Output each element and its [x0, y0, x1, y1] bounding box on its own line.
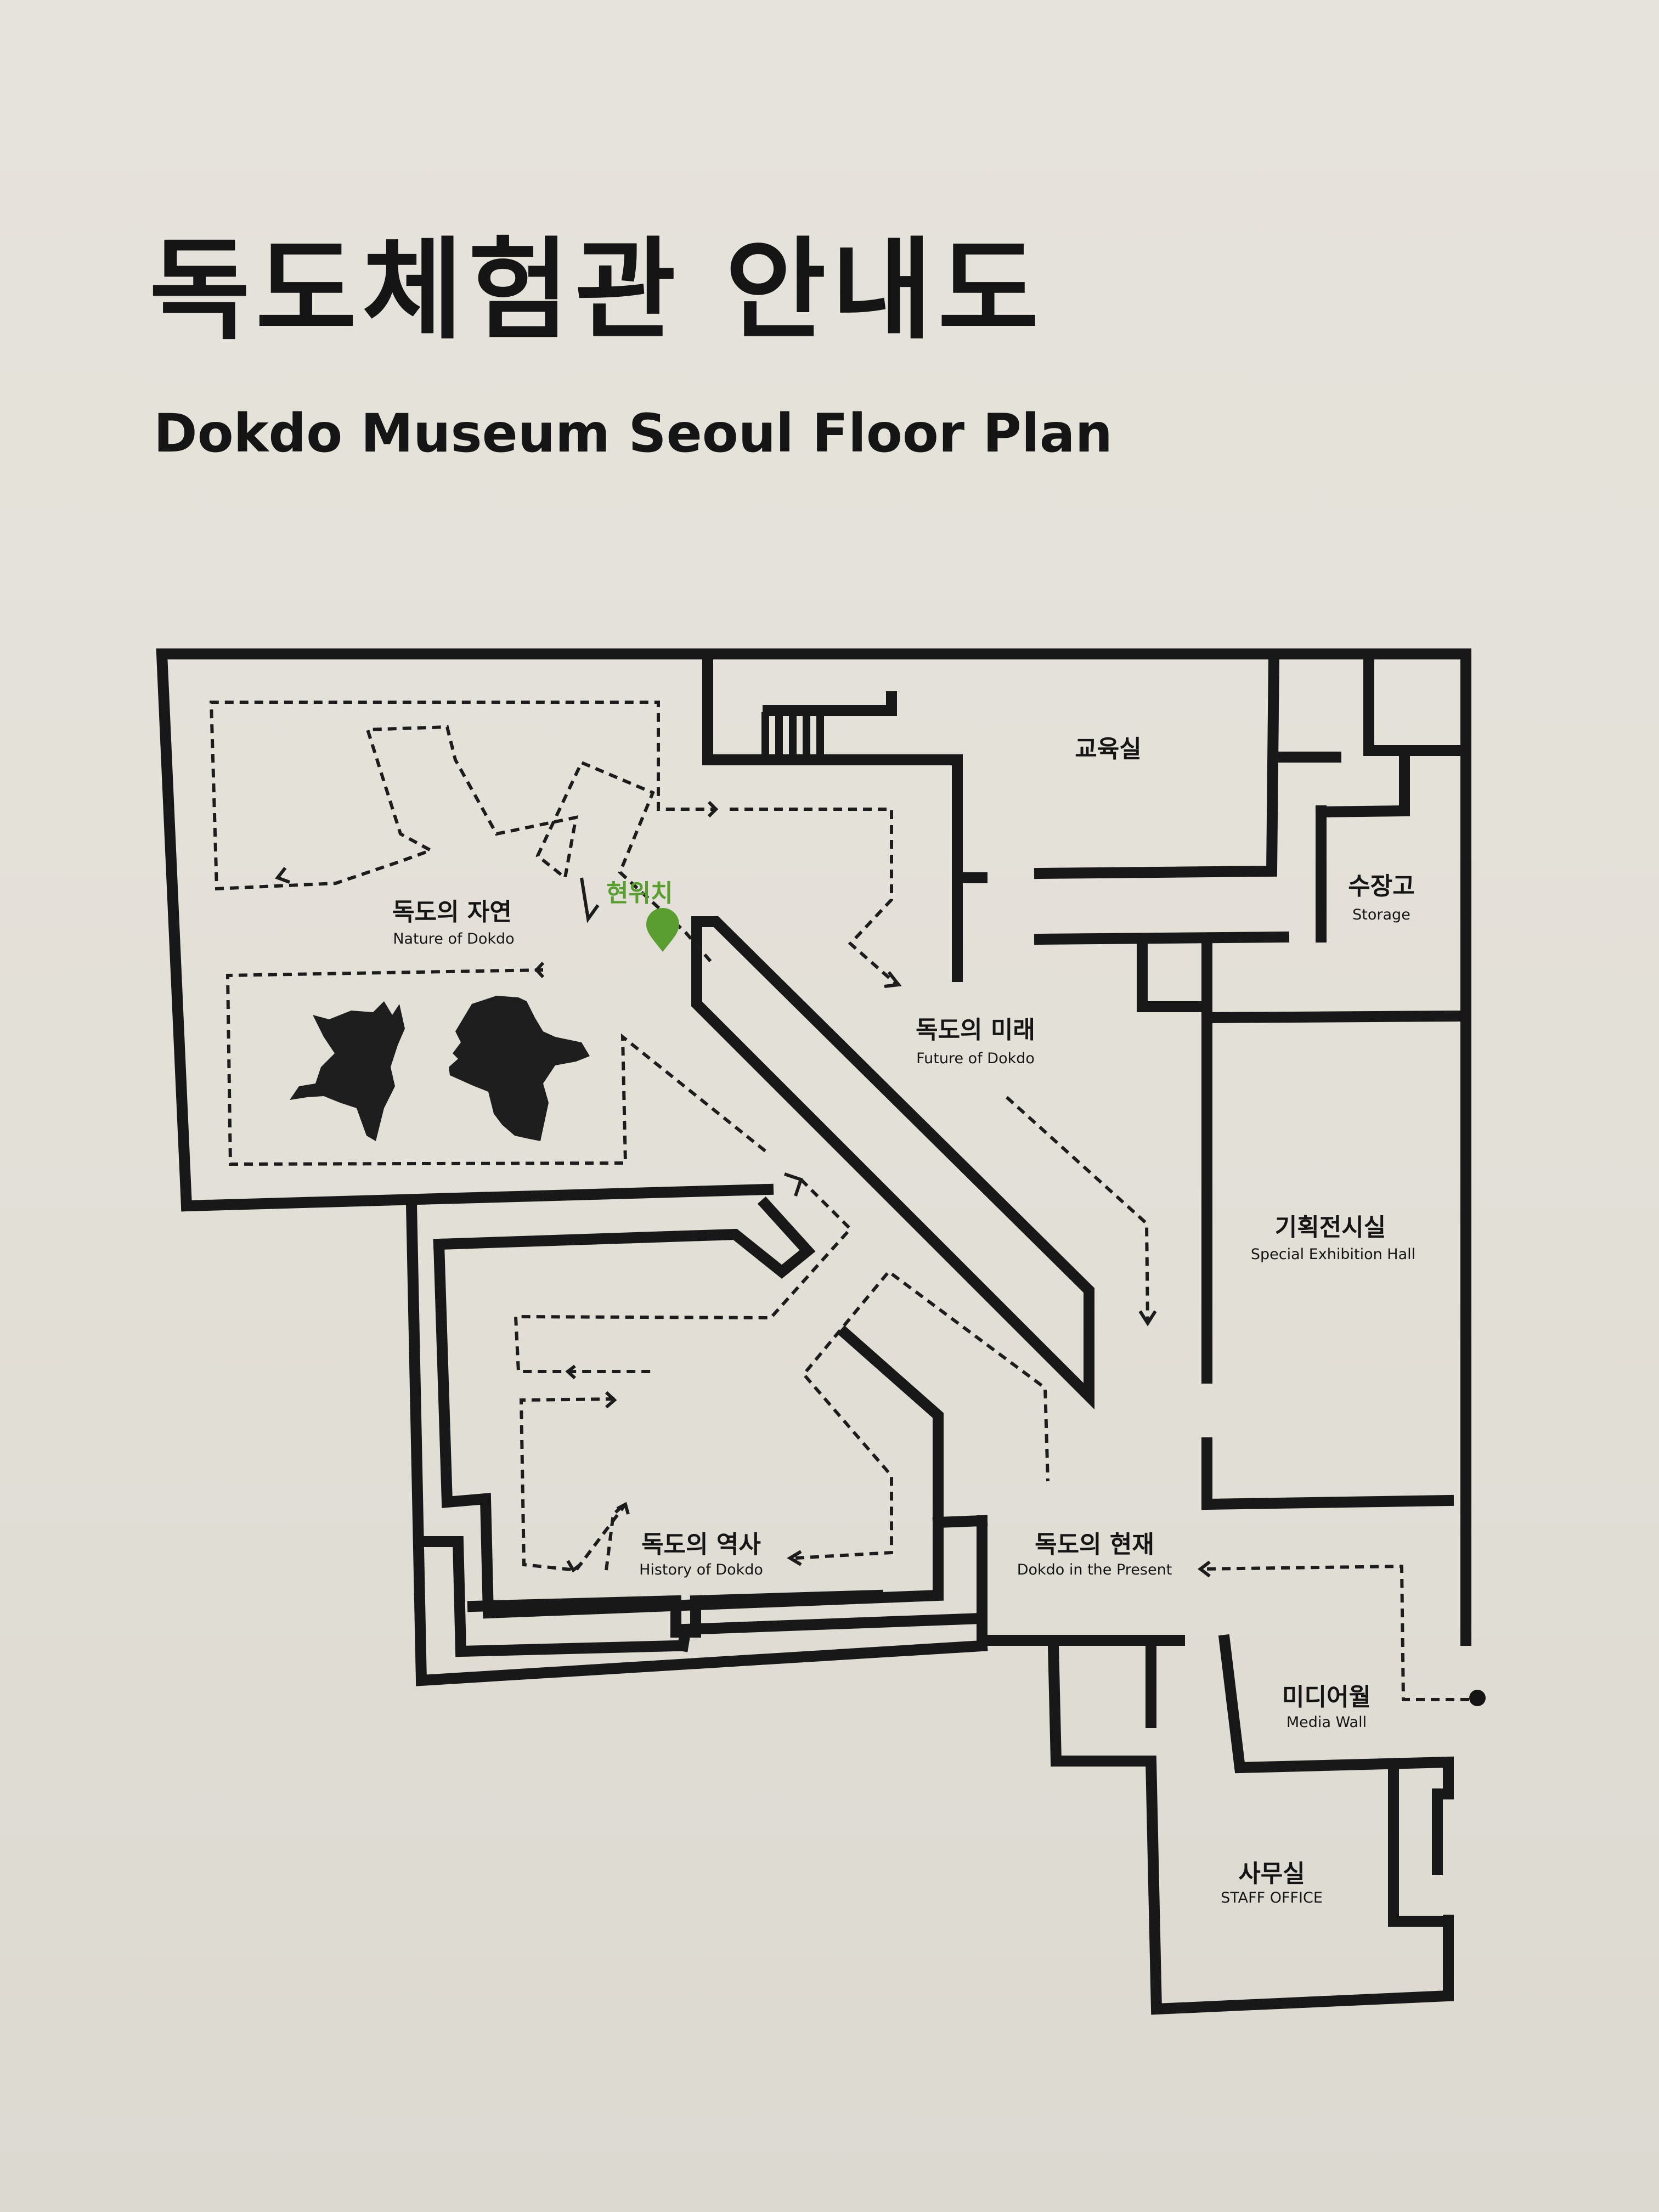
title-korean: 독도체험관 안내도	[149, 227, 1045, 354]
room-staff-office: 사무실 STAFF OFFICE	[1221, 1860, 1323, 1906]
room-education: 교육실	[1075, 735, 1141, 763]
room-storage-label-ko: 수장고	[1348, 872, 1414, 900]
room-history-label-ko: 독도의 역사	[641, 1531, 761, 1559]
room-future-of-dokdo: 독도의 미래 Future of Dokdo	[916, 1016, 1035, 1067]
room-storage-label-en: Storage	[1352, 906, 1410, 923]
room-present-label-ko: 독도의 현재	[1035, 1531, 1154, 1559]
room-history-of-dokdo: 독도의 역사 History of Dokdo	[639, 1531, 763, 1578]
room-office-label-ko: 사무실	[1238, 1860, 1305, 1888]
dokdo-islands-illustration	[290, 996, 590, 1141]
room-special-exhibition-hall: 기획전시실 Special Exhibition Hall	[1251, 1214, 1415, 1263]
room-future-label-ko: 독도의 미래	[916, 1016, 1035, 1044]
title-english: Dokdo Museum Seoul Floor Plan	[154, 403, 1113, 464]
room-dokdo-in-the-present: 독도의 현재 Dokdo in the Present	[1017, 1531, 1172, 1578]
room-special-label-en: Special Exhibition Hall	[1251, 1246, 1415, 1263]
room-nature-label-ko: 독도의 자연	[392, 898, 512, 926]
room-media-wall: 미디어월 Media Wall	[1282, 1683, 1371, 1731]
visitor-route	[209, 701, 1486, 1706]
you-are-here-label: 현위치	[606, 879, 673, 907]
location-pin-icon	[646, 908, 679, 952]
route-arrows	[275, 800, 1211, 1578]
walls	[156, 648, 1471, 2015]
room-media-label-ko: 미디어월	[1282, 1683, 1371, 1711]
room-nature-label-en: Nature of Dokdo	[393, 930, 514, 947]
room-special-label-ko: 기획전시실	[1275, 1214, 1386, 1242]
room-history-label-en: History of Dokdo	[639, 1561, 763, 1578]
room-storage: 수장고 Storage	[1348, 872, 1414, 923]
room-future-label-en: Future of Dokdo	[916, 1050, 1035, 1067]
room-nature-of-dokdo: 독도의 자연 Nature of Dokdo	[392, 898, 515, 947]
room-education-label-ko: 교육실	[1075, 735, 1141, 763]
room-office-label-en: STAFF OFFICE	[1221, 1889, 1323, 1906]
room-present-label-en: Dokdo in the Present	[1017, 1561, 1172, 1578]
room-media-label-en: Media Wall	[1286, 1714, 1367, 1731]
